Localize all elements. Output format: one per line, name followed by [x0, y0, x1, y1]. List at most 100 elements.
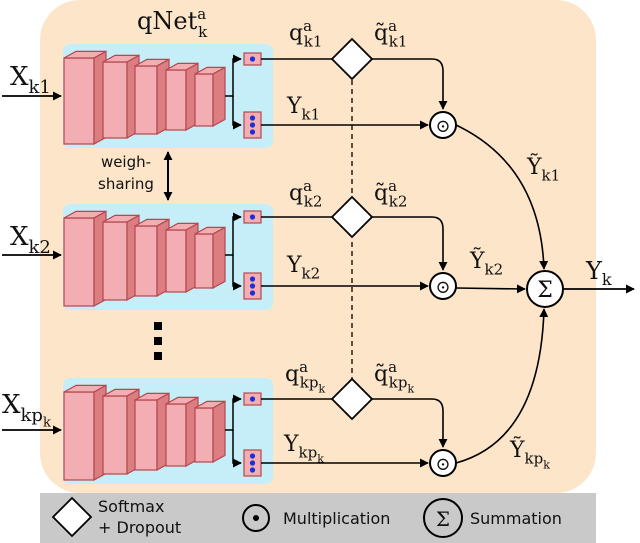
qtilde-label-1-sup: a [388, 17, 397, 35]
legend-summation-icon [423, 498, 463, 538]
multiplication-symbol: ⊙ [435, 116, 450, 137]
y-output-dot [249, 453, 256, 459]
multiplication-node [429, 272, 457, 300]
conv-layer [63, 210, 107, 308]
y-output-dot [249, 467, 256, 473]
qtilde-label-3-base: q̃ [374, 362, 388, 387]
qtilde-label-2-base: q̃ [374, 181, 388, 206]
input-label-1-base: X [10, 62, 29, 92]
legend-softmax-line1: Softmax [98, 497, 164, 516]
q-label-1-base: q [289, 21, 303, 46]
q-label-2-sub: k2 [304, 193, 323, 211]
qtilde-label-2-sub: k2 [389, 193, 408, 211]
y-label-1-sub: k1 [302, 106, 321, 124]
conv-layer-front [134, 65, 158, 135]
y-output-dot [249, 460, 256, 466]
legend-summation-symbol: Σ [436, 507, 450, 531]
conv-layer [134, 392, 170, 472]
output-label-sub: k [602, 270, 612, 289]
y-output-dot [249, 115, 256, 121]
qnet-title-base: qNet [137, 7, 198, 35]
ytilde-label-3: Ỹkpk [509, 435, 550, 471]
qnet-title-sup: a [197, 5, 206, 23]
ytilde-label-2-base: Ỹ [469, 246, 485, 274]
softmax-diamond [330, 195, 374, 239]
ytilde-label-2-sub: k2 [485, 261, 504, 279]
conv-layer [194, 400, 226, 464]
y-label-3: Ykpk [283, 432, 324, 465]
q-label-3-sup: a [299, 358, 308, 376]
q-output-dot [249, 214, 256, 220]
fork-arrow-y [232, 255, 242, 291]
qtilde-arrow [372, 216, 448, 271]
input-label-2-sub: k2 [29, 237, 51, 258]
output-label: Yk [585, 257, 612, 289]
qtilde-label-3-sub: kp [389, 374, 408, 392]
y-label-2-base: Y [286, 253, 302, 278]
to-sum-arrow-3 [455, 308, 549, 464]
q-label-2-sup: a [303, 177, 312, 195]
conv-layer [102, 214, 140, 302]
conv-layer-front [102, 221, 128, 301]
q-label-3-base: q [285, 362, 299, 387]
fork-arrow-y [232, 430, 242, 468]
qtilde-label-2-sup: a [388, 177, 397, 195]
y-label-3-subsub: k [317, 452, 324, 465]
conv-layer-front [134, 225, 158, 297]
qtilde-label-1-base: q̃ [374, 21, 388, 46]
softmax-diamond [330, 377, 374, 421]
conv-layer [63, 50, 107, 146]
legend-softmax-line2: + Dropout [98, 518, 181, 537]
q-output-dot [249, 56, 256, 62]
y-output-dot [249, 283, 256, 289]
y-output-dot [249, 122, 256, 128]
conv-layer-front [194, 233, 214, 289]
ellipsis-dot [154, 337, 162, 345]
conv-layer [102, 54, 140, 140]
conv-layer-front [134, 399, 158, 471]
conv-layer [194, 226, 226, 290]
conv-layer [165, 62, 199, 132]
qtilde-label-1-sub: k1 [389, 33, 408, 51]
legend-multiplication-label: Multiplication [283, 509, 390, 528]
conv-layer-front [165, 69, 187, 131]
conv-layer-front [194, 73, 214, 127]
legend-bar [40, 493, 596, 543]
input-label-3: Xkpk [2, 390, 51, 431]
conv-layer-front [194, 407, 214, 463]
conv-layer-side [212, 226, 226, 290]
y-label-1: Yk1 [286, 94, 320, 124]
fork-arrow-q [225, 394, 242, 431]
input-label-3-base: X [2, 390, 21, 420]
to-sum-arrow-1 [455, 124, 549, 270]
qtilde-arrow [372, 58, 448, 110]
conv-layer-front [63, 391, 95, 481]
to-sum-arrow-2 [455, 284, 526, 294]
conv-layer [134, 58, 170, 136]
conv-layer [165, 396, 199, 468]
conv-layer-front [102, 395, 128, 475]
summation-symbol: Σ [537, 278, 553, 303]
input-label-3-sub: kp [21, 405, 43, 426]
weight-sharing-label-line2: sharing [98, 175, 154, 193]
legend-diamond-icon [51, 496, 93, 538]
y-label-3-sub: kp [299, 444, 318, 462]
ytilde-label-3-subsub: k [543, 458, 550, 471]
ellipsis-dot [154, 352, 162, 360]
q-label-3-subsub: k [319, 382, 326, 395]
legend-summation-label: Summation [470, 509, 562, 528]
conv-layer-side [212, 66, 226, 128]
conv-layer-front [63, 217, 95, 307]
conv-layer-front [63, 57, 95, 145]
conv-layer [63, 384, 107, 482]
multiplication-symbol: ⊙ [435, 454, 450, 475]
y-output-dot [249, 129, 256, 135]
input-label-1-sub: k1 [29, 77, 51, 98]
